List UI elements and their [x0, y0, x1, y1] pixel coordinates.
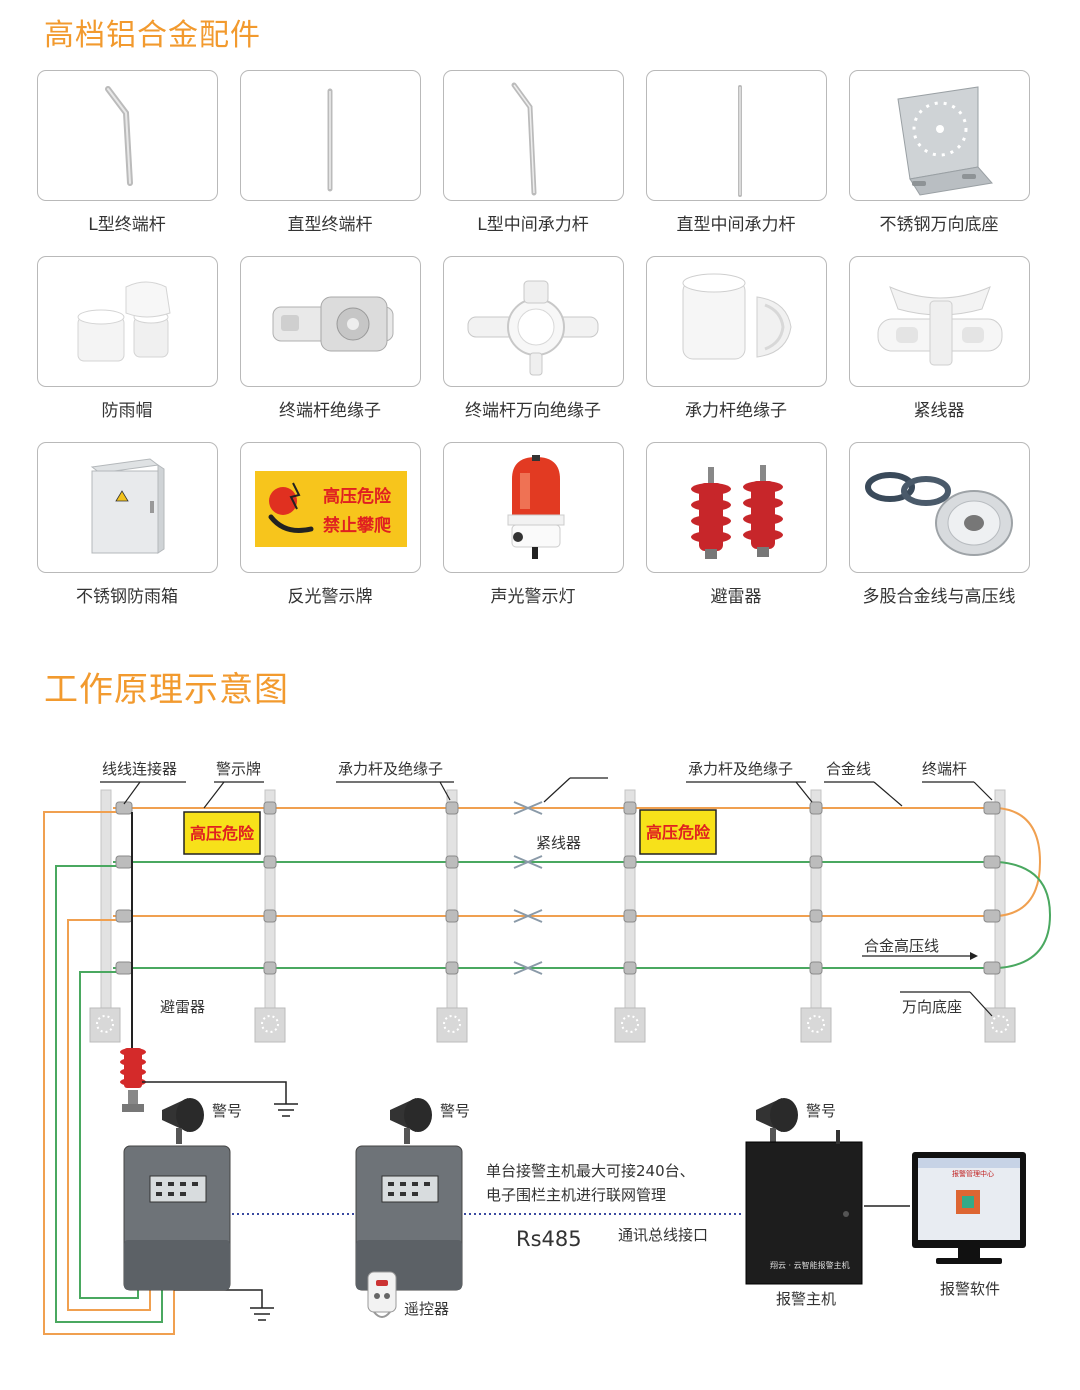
- hv-sign-1-text: 高压危险: [190, 824, 255, 843]
- accessory-card: [37, 70, 218, 201]
- accessory-card: [646, 256, 827, 387]
- universal-base-icons: [89, 1007, 1016, 1043]
- accessory-label: 紧线器: [913, 401, 965, 421]
- callout-lines: [100, 777, 993, 1017]
- label-rs485: Rs485: [516, 1227, 582, 1251]
- section-title-principle: 工作原理示意图: [44, 670, 289, 710]
- tensioner-icons: [513, 801, 543, 975]
- hv-sign-2-text: 高压危险: [646, 823, 711, 842]
- label-remote: 遥控器: [404, 1300, 449, 1318]
- section-title-accessories: 高档铝合金配件: [44, 18, 261, 53]
- label-arrester: 避雷器: [160, 998, 205, 1016]
- alloy-wire-spool-icon: [865, 472, 1013, 556]
- accessory-label: 避雷器: [710, 587, 762, 607]
- fence-host-2: [355, 1145, 463, 1291]
- fence-host-1: [123, 1145, 231, 1291]
- alarm-host-icon: 翔云 · 云智能报警主机: [745, 1130, 863, 1285]
- accessory-card: 高压危险 禁止攀爬: [240, 442, 421, 573]
- hv-sign-2: 高压危险: [639, 809, 717, 855]
- label-alloy-hv-wire: 合金高压线: [864, 937, 939, 955]
- l-middle-support-pole-icon: [511, 82, 537, 196]
- rain-cap-icon: [77, 281, 171, 362]
- label-network-note-2: 电子围栏主机进行联网管理: [486, 1186, 666, 1204]
- accessory-card: [443, 442, 624, 573]
- working-principle-diagram: 高压危险 高压危险 线线连接器 警示牌 承力杆及绝缘子 紧线器 承力杆及绝缘子 …: [43, 760, 1052, 1335]
- label-network-note-1: 单台接警主机最大可接240台、: [486, 1162, 695, 1180]
- label-alloy-wire: 合金线: [826, 760, 871, 778]
- label-terminal-pole: 终端杆: [922, 760, 967, 778]
- straight-terminal-pole-icon: [327, 88, 333, 192]
- label-universal-base: 万向底座: [902, 998, 962, 1016]
- accessory-label: 声光警示灯: [490, 587, 576, 607]
- alarm-software-monitor-icon: 报警管理中心: [912, 1152, 1026, 1264]
- siren-icon: [162, 1098, 798, 1144]
- diagram-labels: 线线连接器 警示牌 承力杆及绝缘子 紧线器 承力杆及绝缘子 合金线 终端杆 合金…: [102, 760, 1000, 1318]
- straight-middle-support-pole-icon: [738, 85, 742, 197]
- label-tensioner: 紧线器: [536, 834, 581, 852]
- accessory-label: L型终端杆: [88, 215, 166, 235]
- accessory-card: [37, 442, 218, 573]
- accessory-card: [240, 70, 421, 201]
- label-bus-interface: 通讯总线接口: [618, 1226, 708, 1244]
- accessory-card: [443, 256, 624, 387]
- fence-poles: [100, 789, 1006, 1011]
- label-siren-3: 警号: [806, 1102, 836, 1120]
- remote-control-icon: [367, 1271, 397, 1318]
- accessory-label: 不锈钢防雨箱: [76, 587, 178, 607]
- arrester-icon: [120, 1048, 146, 1112]
- support-insulator-icon: [682, 273, 792, 360]
- accessory-card: [240, 256, 421, 387]
- accessory-label: 直型中间承力杆: [676, 215, 796, 235]
- accessory-card: [443, 70, 624, 201]
- accessory-card: [849, 442, 1030, 573]
- host-connection-wires: [43, 811, 175, 1335]
- accessory-card: [646, 442, 827, 573]
- accessory-label: 多股合金线与高压线: [862, 587, 1016, 607]
- wire-tensioner-icon: [877, 286, 1003, 366]
- sign-line-1: 高压危险: [323, 486, 392, 507]
- stainless-universal-base-icon: [897, 86, 993, 196]
- sign-line-2: 禁止攀爬: [323, 515, 392, 536]
- accessory-card: [849, 256, 1030, 387]
- lightning-arrester-icon: [691, 465, 783, 559]
- accessory-label: 防雨帽: [101, 401, 153, 421]
- label-wire-connector: 线线连接器: [102, 760, 177, 778]
- accessory-label: 终端杆万向绝缘子: [465, 401, 601, 421]
- label-support-pole-1: 承力杆及绝缘子: [338, 760, 443, 778]
- software-title: 报警管理中心: [952, 1169, 994, 1178]
- label-siren-2: 警号: [440, 1102, 470, 1120]
- l-terminal-pole-icon: [105, 86, 133, 186]
- label-alarm-software: 报警软件: [940, 1280, 1000, 1298]
- label-warning-sign: 警示牌: [216, 760, 261, 778]
- accessory-label: 直型终端杆: [287, 215, 373, 235]
- accessory-card: [646, 70, 827, 201]
- accessory-card: [849, 70, 1030, 201]
- accessory-label: 不锈钢万向底座: [879, 215, 999, 235]
- accessory-label: 承力杆绝缘子: [685, 401, 787, 421]
- arrow-heads: [970, 952, 978, 960]
- terminal-universal-insulator-icon: [467, 280, 599, 376]
- alarm-host-brand: 翔云 · 云智能报警主机: [770, 1260, 850, 1270]
- accessory-label: 终端杆绝缘子: [279, 401, 381, 421]
- stainless-rain-box-icon: [90, 458, 165, 554]
- accessory-label: L型中间承力杆: [477, 215, 589, 235]
- insulators: [115, 801, 1001, 975]
- strobe-alarm-light-icon: [507, 455, 565, 559]
- label-alarm-host: 报警主机: [776, 1290, 836, 1308]
- accessory-label: 反光警示牌: [287, 587, 373, 607]
- accessory-card: [37, 256, 218, 387]
- label-siren-1: 警号: [212, 1102, 242, 1120]
- hv-sign-1: 高压危险: [183, 811, 261, 855]
- reflective-warning-sign-icon: 高压危险 禁止攀爬: [255, 471, 407, 547]
- fence-wires: [113, 807, 1052, 969]
- terminal-insulator-icon: [272, 296, 394, 352]
- label-support-pole-2: 承力杆及绝缘子: [688, 760, 793, 778]
